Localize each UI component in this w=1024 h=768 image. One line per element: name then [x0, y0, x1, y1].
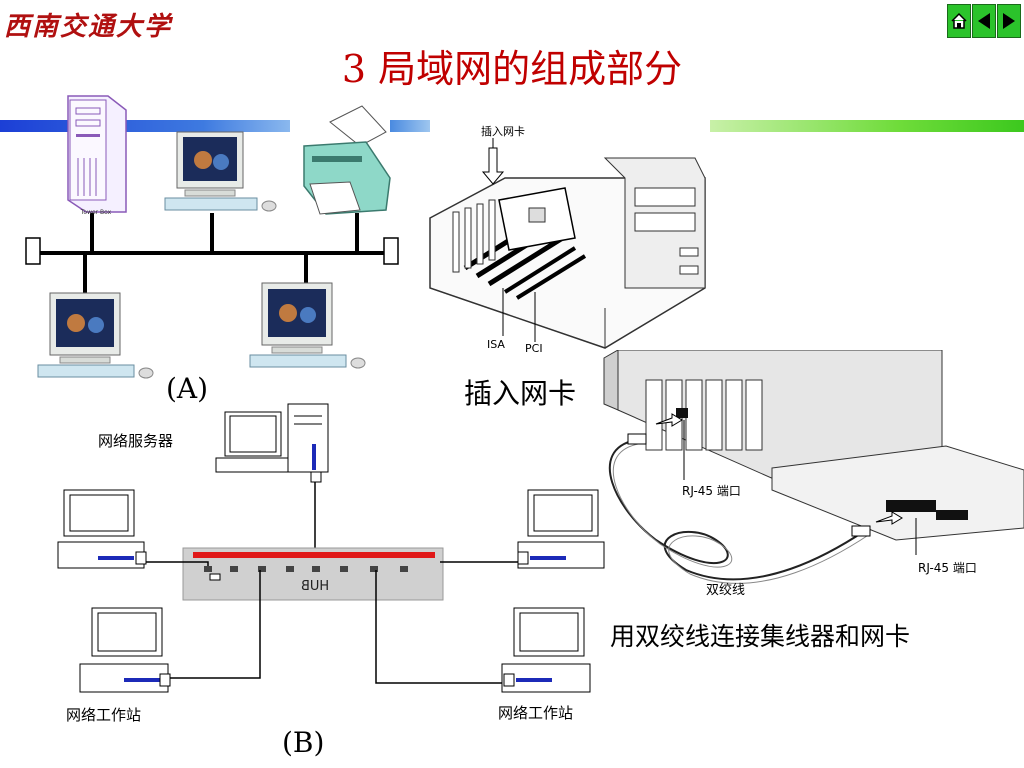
university-logo: 西南交通大学	[4, 12, 173, 42]
pci-label: PCI	[525, 342, 543, 355]
workstation-computer-icon	[57, 489, 147, 569]
prev-arrow-icon	[978, 13, 990, 29]
decorative-bar-right	[710, 120, 1024, 132]
next-arrow-icon	[1003, 13, 1015, 29]
twisted-pair-connection-diagram: RJ-45 端口 RJ-45 端口 双绞线	[603, 350, 1024, 598]
bus-topology-diagram: Tower Box	[25, 95, 399, 379]
nic-installation-diagram: 插入网卡 ISA PCI	[429, 124, 706, 355]
caption-a: (A)	[166, 372, 209, 405]
server-label: Tower Box	[80, 209, 112, 216]
tower-server-icon	[67, 95, 127, 213]
printer-icon	[303, 105, 391, 215]
desktop-computer-icon	[249, 282, 366, 369]
rj45-label-1: RJ-45 端口	[682, 484, 741, 498]
desktop-computer-icon	[164, 131, 277, 212]
workstation-label-left: 网络工作站	[66, 706, 141, 724]
workstation-computer-icon	[501, 607, 591, 693]
caption-install: 插入网卡	[464, 377, 577, 410]
caption-cable: 用双绞线连接集线器和网卡	[610, 622, 911, 651]
hub-label: HUB	[301, 579, 329, 594]
next-button[interactable]	[997, 4, 1021, 38]
star-topology-diagram: HUB 网络服务器 网络工作站 网络工作站	[57, 403, 605, 724]
server-computer-icon	[215, 403, 329, 473]
decorative-bar-mid	[390, 120, 430, 132]
rj45-label-2: RJ-45 端口	[918, 561, 977, 575]
workstation-computer-icon	[79, 607, 171, 693]
home-button[interactable]	[947, 4, 971, 38]
workstation-label-right: 网络工作站	[498, 704, 573, 722]
home-icon	[951, 12, 967, 29]
nic-top-label: 插入网卡	[481, 124, 525, 138]
desktop-computer-icon	[37, 292, 154, 379]
server-label: 网络服务器	[98, 432, 173, 450]
slide-title: 3 局域网的组成部分	[341, 47, 683, 91]
isa-label: ISA	[487, 338, 505, 351]
prev-button[interactable]	[972, 4, 996, 38]
twisted-pair-label: 双绞线	[706, 582, 745, 598]
caption-b: (B)	[282, 726, 325, 759]
workstation-computer-icon	[517, 489, 605, 569]
